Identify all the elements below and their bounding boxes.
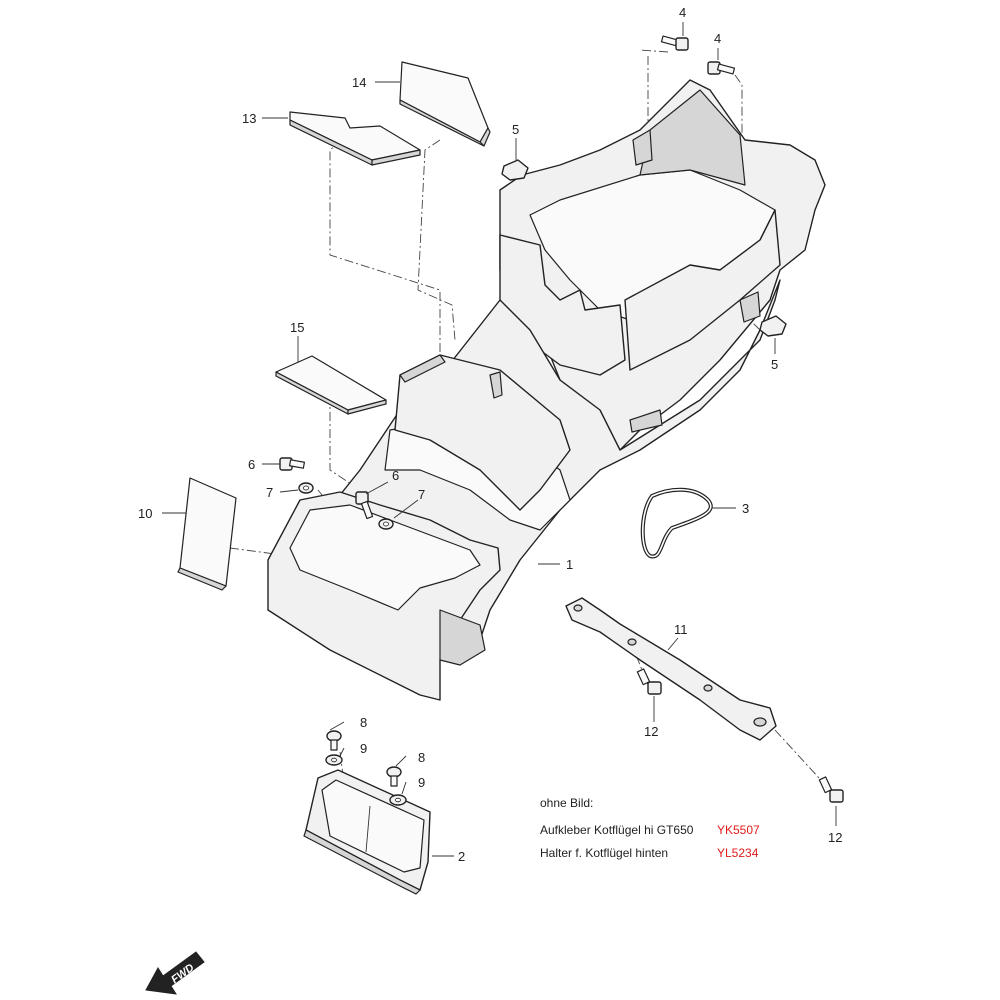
note-description: Aufkleber Kotflügel hi GT650 xyxy=(540,823,694,837)
part-13-pad xyxy=(289,111,421,166)
callout-4b: 4 xyxy=(714,31,721,46)
callout-3: 3 xyxy=(742,501,749,516)
callout-9b: 9 xyxy=(418,775,425,790)
callout-8a: 8 xyxy=(360,715,367,730)
clip-5b xyxy=(759,315,787,337)
callout-labels: 1 2 3 4 4 5 5 6 6 7 7 8 8 9 9 10 11 12 1… xyxy=(138,5,842,864)
notes-heading: ohne Bild: xyxy=(540,796,594,810)
washer-7a xyxy=(298,482,314,494)
fwd-arrow: FWD xyxy=(145,951,205,995)
note-description: Halter f. Kotflügel hinten xyxy=(540,846,669,860)
callout-12a: 12 xyxy=(644,724,658,739)
part-2-bracket xyxy=(303,769,431,895)
bolt-12b xyxy=(818,776,844,803)
note-part-code: YK5507 xyxy=(717,823,760,837)
leader-lines xyxy=(162,22,837,857)
callout-11: 11 xyxy=(674,622,688,637)
washer-9a xyxy=(325,754,343,766)
callout-15: 15 xyxy=(290,320,304,335)
callout-6a: 6 xyxy=(248,457,255,472)
part-10-plate xyxy=(177,477,237,591)
callout-7b: 7 xyxy=(418,487,425,502)
bolt-12a xyxy=(636,668,662,695)
callout-13: 13 xyxy=(242,111,256,126)
callout-9a: 9 xyxy=(360,741,367,756)
callout-5a: 5 xyxy=(512,122,519,137)
bolt-6b xyxy=(355,491,374,520)
clip-5a xyxy=(501,159,529,181)
part-11-holder-bar xyxy=(565,597,777,741)
callout-10: 10 xyxy=(138,506,152,521)
washer-9b xyxy=(389,794,407,806)
callout-4a: 4 xyxy=(679,5,686,20)
callout-14: 14 xyxy=(352,75,366,90)
bolt-4a xyxy=(660,35,689,51)
bolt-6a xyxy=(279,457,306,471)
callout-1: 1 xyxy=(566,557,573,572)
note-part-code: YL5234 xyxy=(717,846,759,860)
callout-7a: 7 xyxy=(266,485,273,500)
part-15-pad xyxy=(275,355,387,415)
screw-8b xyxy=(386,766,402,787)
washer-7b xyxy=(378,518,394,530)
callout-12b: 12 xyxy=(828,830,842,845)
part-14-pad xyxy=(399,61,491,147)
bolt-4b xyxy=(707,61,736,75)
callout-2: 2 xyxy=(458,849,465,864)
callout-5b: 5 xyxy=(771,357,778,372)
callout-6b: 6 xyxy=(392,468,399,483)
callout-8b: 8 xyxy=(418,750,425,765)
part-1-rear-fender xyxy=(267,79,826,701)
part-3-seal-ring xyxy=(640,487,713,559)
screw-8a xyxy=(326,730,342,751)
